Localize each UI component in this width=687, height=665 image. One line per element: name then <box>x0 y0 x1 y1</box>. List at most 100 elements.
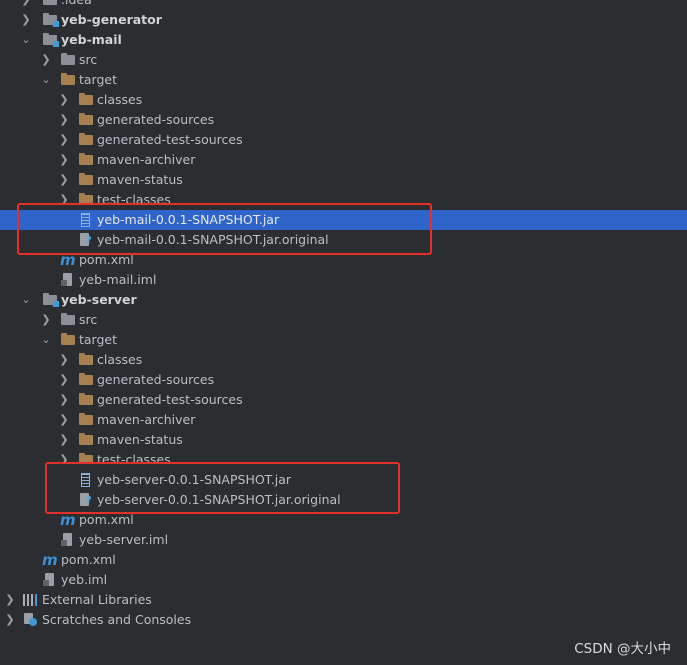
module-folder-icon <box>43 13 59 27</box>
module-folder-icon <box>43 293 59 307</box>
tree-label: maven-status <box>97 172 183 187</box>
chevron-right-icon[interactable]: ❯ <box>59 153 69 166</box>
chevron-right-icon[interactable]: ❯ <box>59 353 69 366</box>
tree-row-generated-test-sources[interactable]: ❯ generated-test-sources <box>0 130 687 150</box>
tree-label: yeb-server-0.0.1-SNAPSHOT.jar.original <box>97 492 341 507</box>
tree-row-src[interactable]: ❯ src <box>0 310 687 330</box>
folder-icon <box>79 413 94 427</box>
tree-row-generated-sources[interactable]: ❯ generated-sources <box>0 370 687 390</box>
tree-label: classes <box>97 92 143 107</box>
chevron-right-icon[interactable]: ❯ <box>41 53 51 66</box>
tree-label: maven-archiver <box>97 152 196 167</box>
chevron-right-icon[interactable]: ❯ <box>59 393 69 406</box>
tree-row-yeb-generator[interactable]: ❯ yeb-generator <box>0 10 687 30</box>
chevron-right-icon[interactable]: ❯ <box>5 593 15 606</box>
chevron-right-icon[interactable]: ❯ <box>59 373 69 386</box>
tree-row-server-jar[interactable]: yeb-server-0.0.1-SNAPSHOT.jar <box>0 470 687 490</box>
tree-label: yeb-server-0.0.1-SNAPSHOT.jar <box>97 472 292 487</box>
chevron-right-icon[interactable]: ❯ <box>59 413 69 426</box>
tree-label: generated-sources <box>97 112 215 127</box>
folder-icon <box>79 153 94 167</box>
libraries-icon <box>23 593 38 607</box>
tree-label: generated-test-sources <box>97 392 243 407</box>
chevron-right-icon[interactable]: ❯ <box>59 433 69 446</box>
tree-label: target <box>79 72 118 87</box>
tree-label: generated-test-sources <box>97 132 243 147</box>
tree-row-maven-status[interactable]: ❯ maven-status <box>0 430 687 450</box>
chevron-right-icon[interactable]: ❯ <box>59 113 69 126</box>
project-tree: ❯ .idea ❯ yeb-generator ⌄ yeb-mail ❯ src… <box>0 0 687 630</box>
maven-icon: m <box>42 551 58 569</box>
tree-row-src[interactable]: ❯ src <box>0 50 687 70</box>
folder-icon <box>43 0 58 7</box>
tree-row-classes[interactable]: ❯ classes <box>0 350 687 370</box>
tree-row-target[interactable]: ⌄ target <box>0 330 687 350</box>
tree-row-idea[interactable]: ❯ .idea <box>0 0 687 10</box>
tree-row-target[interactable]: ⌄ target <box>0 70 687 90</box>
tree-row-maven-status[interactable]: ❯ maven-status <box>0 170 687 190</box>
unknown-file-icon: ? <box>80 493 95 507</box>
tree-row-mail-jar[interactable]: yeb-mail-0.0.1-SNAPSHOT.jar <box>0 210 687 230</box>
jar-file-icon <box>81 213 90 227</box>
tree-row-classes[interactable]: ❯ classes <box>0 90 687 110</box>
unknown-file-icon: ? <box>80 233 95 247</box>
chevron-down-icon[interactable]: ⌄ <box>41 73 51 86</box>
tree-row-yeb-mail[interactable]: ⌄ yeb-mail <box>0 30 687 50</box>
chevron-right-icon[interactable]: ❯ <box>59 133 69 146</box>
maven-icon: m <box>60 251 76 269</box>
tree-row-scratches[interactable]: ❯ Scratches and Consoles <box>0 610 687 630</box>
tree-label: yeb-generator <box>61 12 162 27</box>
chevron-right-icon[interactable]: ❯ <box>21 13 31 26</box>
tree-row-maven-archiver[interactable]: ❯ maven-archiver <box>0 410 687 430</box>
tree-row-root-pom[interactable]: m pom.xml <box>0 550 687 570</box>
tree-label: test-classes <box>97 192 171 207</box>
chevron-right-icon[interactable]: ❯ <box>5 613 15 626</box>
chevron-right-icon[interactable]: ❯ <box>20 0 32 10</box>
iml-file-icon <box>43 573 58 587</box>
tree-label: target <box>79 332 118 347</box>
tree-label: yeb-mail <box>61 32 122 47</box>
tree-row-server-iml[interactable]: yeb-server.iml <box>0 530 687 550</box>
tree-label: yeb-mail-0.0.1-SNAPSHOT.jar.original <box>97 232 329 247</box>
tree-label: classes <box>97 352 143 367</box>
tree-label: yeb-mail-0.0.1-SNAPSHOT.jar <box>97 212 280 227</box>
watermark: CSDN @大小中 <box>574 641 671 657</box>
tree-row-test-classes[interactable]: ❯ test-classes <box>0 450 687 466</box>
tree-row-server-pom[interactable]: m pom.xml <box>0 510 687 530</box>
folder-icon <box>79 113 94 127</box>
tree-row-external-libraries[interactable]: ❯ External Libraries <box>0 590 687 610</box>
tree-row-test-classes[interactable]: ❯ test-classes <box>0 190 687 207</box>
tree-row-generated-sources[interactable]: ❯ generated-sources <box>0 110 687 130</box>
tree-row-root-iml[interactable]: yeb.iml <box>0 570 687 590</box>
folder-icon <box>61 53 76 67</box>
chevron-down-icon[interactable]: ⌄ <box>21 33 31 46</box>
chevron-right-icon[interactable]: ❯ <box>59 453 69 466</box>
folder-icon <box>79 133 94 147</box>
folder-icon <box>61 73 76 87</box>
chevron-right-icon[interactable]: ❯ <box>59 193 69 206</box>
iml-file-icon <box>61 273 76 287</box>
tree-row-mail-pom[interactable]: m pom.xml <box>0 250 687 270</box>
folder-icon <box>79 353 94 367</box>
chevron-down-icon[interactable]: ⌄ <box>41 333 51 346</box>
tree-row-maven-archiver[interactable]: ❯ maven-archiver <box>0 150 687 170</box>
tree-row-mail-jar-original[interactable]: ? yeb-mail-0.0.1-SNAPSHOT.jar.original <box>0 230 687 250</box>
chevron-down-icon[interactable]: ⌄ <box>21 293 31 306</box>
tree-label: src <box>79 312 98 327</box>
tree-label: src <box>79 52 98 67</box>
folder-icon <box>79 173 94 187</box>
chevron-right-icon[interactable]: ❯ <box>41 313 51 326</box>
module-folder-icon <box>43 33 59 47</box>
tree-label: maven-archiver <box>97 412 196 427</box>
tree-row-generated-test-sources[interactable]: ❯ generated-test-sources <box>0 390 687 410</box>
chevron-right-icon[interactable]: ❯ <box>59 173 69 186</box>
tree-label: yeb-mail.iml <box>79 272 157 287</box>
maven-icon: m <box>60 511 76 529</box>
folder-icon <box>79 433 94 447</box>
tree-row-mail-iml[interactable]: yeb-mail.iml <box>0 270 687 290</box>
tree-row-yeb-server[interactable]: ⌄ yeb-server <box>0 290 687 310</box>
tree-row-server-jar-original[interactable]: ? yeb-server-0.0.1-SNAPSHOT.jar.original <box>0 490 687 510</box>
tree-label: yeb-server.iml <box>79 532 169 547</box>
chevron-right-icon[interactable]: ❯ <box>59 93 69 106</box>
tree-label: .idea <box>61 0 92 10</box>
